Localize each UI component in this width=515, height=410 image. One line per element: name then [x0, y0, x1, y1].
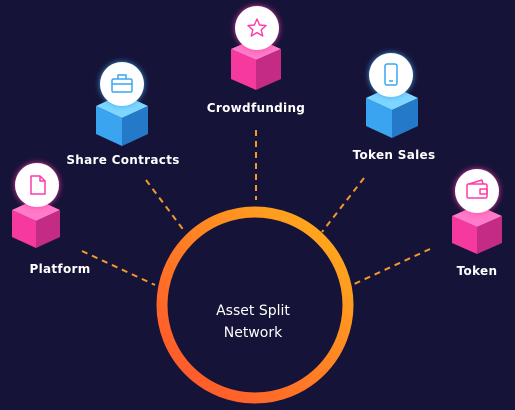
- label-share-contracts: Share Contracts: [66, 153, 180, 167]
- label-token: Token: [456, 264, 498, 278]
- center-title-line2: Network: [223, 325, 283, 341]
- star-icon: [247, 18, 267, 37]
- icon-badge-token: [455, 169, 499, 213]
- center-title: Asset Split Network: [183, 300, 323, 344]
- wallet-icon: [466, 179, 488, 199]
- center-title-line1: Asset Split: [216, 303, 290, 319]
- briefcase-icon: [111, 74, 133, 93]
- label-token-sales: Token Sales: [352, 148, 436, 162]
- connector-share-contracts: [145, 179, 186, 233]
- network-ring: [156, 206, 354, 404]
- connector-platform: [81, 250, 156, 286]
- cube-token-sales: [366, 86, 418, 138]
- smartphone-icon: [384, 63, 398, 86]
- icon-badge-token-sales: [369, 53, 413, 97]
- icon-badge-crowdfunding: [235, 6, 279, 50]
- connector-token-sales: [321, 177, 365, 233]
- document-icon: [30, 175, 46, 195]
- label-crowdfunding: Crowdfunding: [206, 101, 306, 115]
- connector-token: [351, 248, 431, 286]
- cube-platform: [12, 199, 60, 248]
- label-platform: Platform: [29, 262, 91, 276]
- cube-token: [452, 205, 502, 254]
- icon-badge-share-contracts: [100, 62, 144, 106]
- icon-badge-platform: [15, 163, 59, 207]
